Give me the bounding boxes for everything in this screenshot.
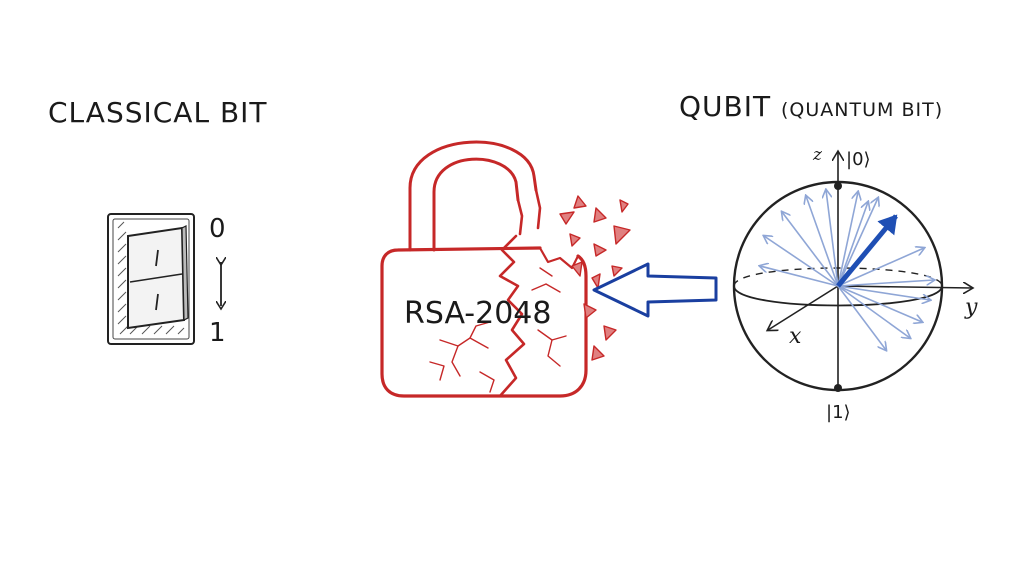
bit-state-one: 1 [209,318,226,348]
qubit-title: QUBIT [679,90,772,123]
superposition-vectors [760,190,934,350]
bit-state-zero: 0 [209,214,226,244]
z-axis-label: z [813,145,822,165]
y-axis [837,286,972,288]
pole-zero-dot [834,182,842,190]
pole-one-dot [834,384,842,392]
x-axis-label: x [789,324,802,349]
lock-label: RSA-2048 [404,296,552,331]
switch-plate-hatching [117,221,185,335]
y-axis-label: y [965,295,978,320]
bloch-sphere [732,152,972,392]
qubit-subtitle: (QUANTUM BIT) [781,99,944,121]
ket-one-label: |1⟩ [826,402,851,423]
light-switch-icon [107,213,195,345]
lock-cracks [429,267,567,393]
ket-zero-label: |0⟩ [846,149,871,170]
padlock-icon [380,140,631,398]
classical-bit-title: CLASSICAL BIT [48,96,268,129]
state-vector [836,214,898,288]
x-axis [768,285,839,330]
lock-shards [559,195,631,361]
qubit-title-group: QUBIT (QUANTUM BIT) [679,90,943,123]
attack-arrow-icon [592,262,718,318]
